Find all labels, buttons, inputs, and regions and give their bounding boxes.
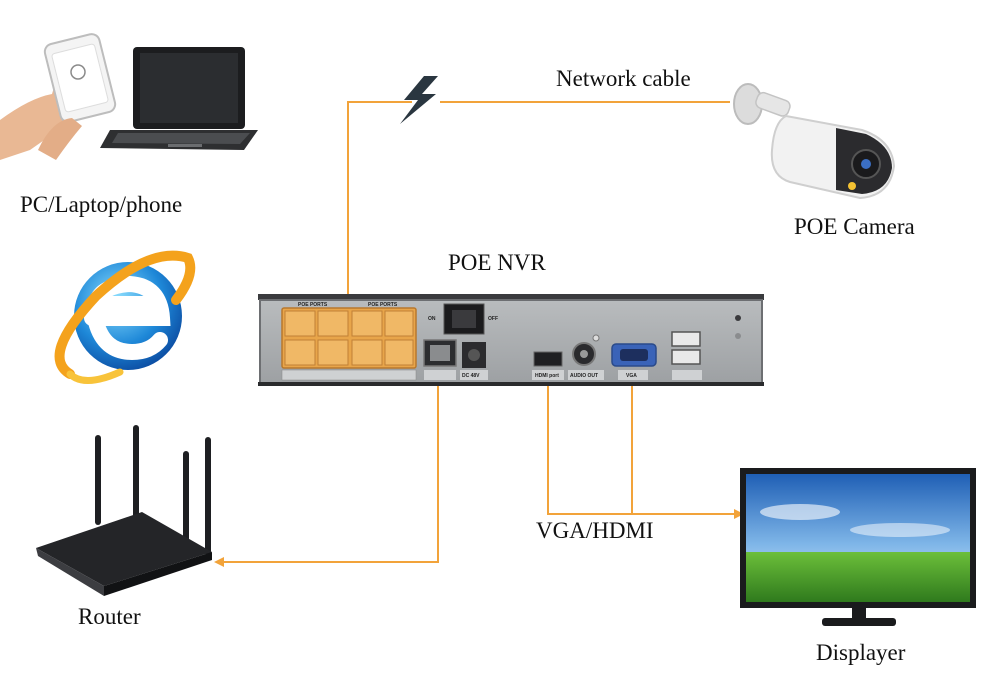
poe-ports-label-right: POE PORTS xyxy=(368,302,398,308)
audio-out-label: AUDIO OUT xyxy=(570,373,598,379)
poe-port-block xyxy=(281,307,417,381)
router-icon xyxy=(36,425,212,596)
phone-icon xyxy=(0,33,117,160)
router-label: Router xyxy=(78,604,141,629)
dc-power-jack: DC 48V xyxy=(460,342,488,380)
power-switch: ON OFF xyxy=(428,303,498,335)
poe-ports-label-left: POE PORTS xyxy=(298,302,328,308)
network-cable-label: Network cable xyxy=(556,66,691,91)
vga-label: VGA xyxy=(626,373,637,379)
switch-off-label: OFF xyxy=(488,316,498,322)
lan-port xyxy=(423,339,457,380)
display-monitor-icon xyxy=(740,468,976,626)
vga-port: VGA xyxy=(611,343,657,380)
poe-nvr-device: POE PORTS POE PORTS xyxy=(258,294,764,386)
audio-out-jack: AUDIO OUT xyxy=(568,334,604,380)
hdmi-label: HDMI port xyxy=(535,373,559,379)
pc-laptop-phone-label: PC/Laptop/phone xyxy=(20,192,183,217)
poe-camera-label: POE Camera xyxy=(794,214,915,239)
hdmi-port: HDMI port xyxy=(532,351,564,380)
cable-network-to-camera xyxy=(347,101,730,310)
laptop-icon xyxy=(100,47,258,150)
poe-nvr-label: POE NVR xyxy=(448,250,546,275)
poe-camera-icon xyxy=(733,83,896,200)
cable-nvr-to-router xyxy=(214,368,439,567)
dc-label: DC 48V xyxy=(462,373,480,379)
internet-explorer-icon xyxy=(54,250,196,384)
vga-hdmi-label: VGA/HDMI xyxy=(536,518,654,543)
lightning-icon xyxy=(400,76,438,124)
switch-on-label: ON xyxy=(428,316,436,322)
displayer-label: Displayer xyxy=(816,640,906,665)
cable-nvr-to-display xyxy=(547,378,744,519)
usb-ports xyxy=(671,331,702,380)
screw xyxy=(735,315,741,321)
